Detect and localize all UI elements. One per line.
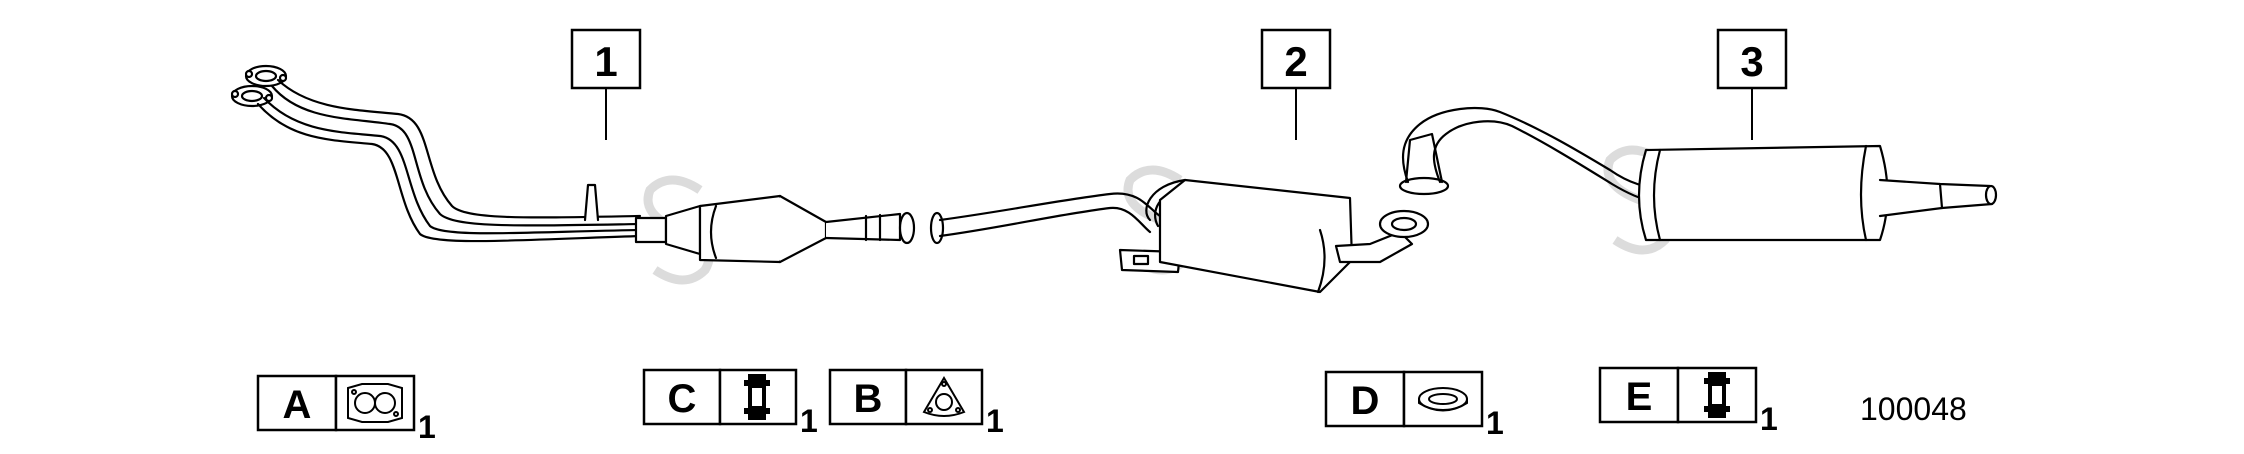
legend-item-a-letter: A (283, 383, 312, 427)
legend-item-c-letter: C (668, 377, 697, 421)
callout-2-label: 2 (1284, 38, 1307, 85)
legend-item-a-qty: 1 (418, 409, 436, 445)
legend-item-a: A 1 (256, 374, 436, 445)
ring-gasket-icon (1418, 387, 1468, 412)
legend-item-b-qty: 1 (986, 403, 1004, 439)
callout-3-label: 3 (1740, 38, 1763, 85)
legend-item-b: B 1 (828, 368, 1004, 439)
legend-item-b-letter: B (854, 377, 883, 421)
gasket-three-bolt-icon (922, 376, 966, 417)
rear-pipe-with-rear-silencer (1398, 106, 1998, 242)
callout-1: 1 (570, 28, 642, 140)
callout-2: 2 (1260, 28, 1332, 140)
callout-3: 3 (1716, 28, 1788, 140)
legend-item-d-letter: D (1351, 379, 1380, 423)
legend-item-e-qty: 1 (1760, 401, 1778, 437)
center-pipe-with-middle-silencer (929, 178, 1430, 294)
gasket-two-port-icon (347, 383, 403, 423)
legend-item-c: C 1 (642, 368, 818, 439)
callout-1-label: 1 (594, 38, 617, 85)
manifold-flange-upper (244, 64, 288, 88)
clamp-icon (1704, 372, 1730, 418)
clamp-icon (744, 374, 770, 420)
diagram-number: 100048 (1860, 391, 1967, 427)
manifold-flange-lower (230, 84, 274, 108)
legend-item-e-letter: E (1626, 375, 1653, 419)
legend-item-c-qty: 1 (800, 403, 818, 439)
front-pipe-with-catalytic-converter (230, 64, 916, 264)
legend-item-d: D 1 (1324, 370, 1504, 441)
legend-item-e: E 1 (1598, 366, 1778, 437)
legend-item-d-qty: 1 (1486, 405, 1504, 441)
